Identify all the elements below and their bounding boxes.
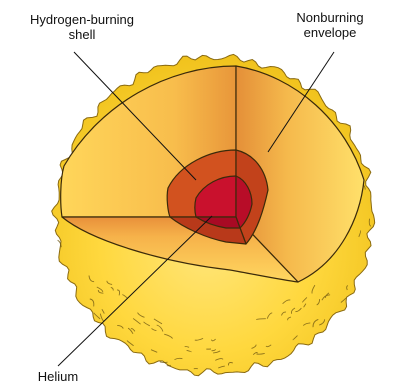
envelope-label-line2: envelope (277, 25, 383, 40)
hydrogen-burning-shell-label: Hydrogen-burning shell (18, 12, 146, 42)
envelope-label-line1: Nonburning (277, 10, 383, 25)
hydrogen-label-line1: Hydrogen-burning (18, 12, 146, 27)
hydrogen-label-line2: shell (18, 27, 146, 42)
nonburning-envelope-label: Nonburning envelope (277, 10, 383, 40)
helium-label: Helium (28, 369, 88, 384)
